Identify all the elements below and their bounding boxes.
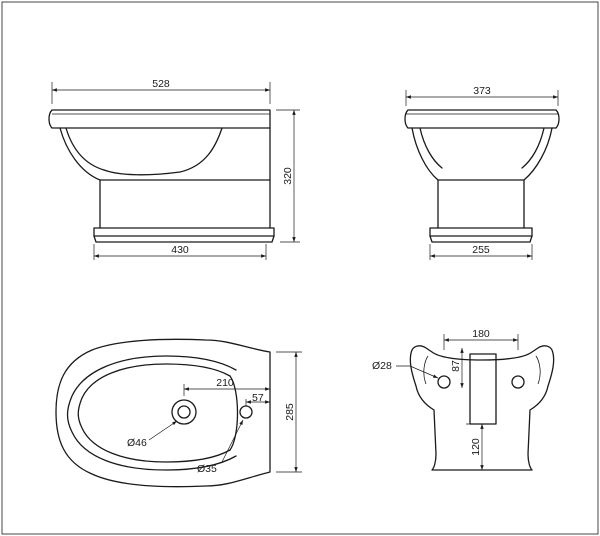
side-bowl-front: [59, 127, 271, 181]
rear-hole-left: [437, 375, 451, 389]
dim-rear-hole-spacing: 180: [472, 328, 490, 340]
rear-view: 180 87 120 Ø28: [372, 328, 555, 471]
leader-rear-hole: [396, 365, 439, 379]
side-base-bottom: [93, 235, 275, 243]
plan-view: 210 57 285 Ø46 Ø35: [55, 338, 302, 488]
dim-plan-tap-offset: 57: [252, 392, 264, 404]
dim-plan-tap-diameter: Ø35: [197, 463, 217, 475]
dim-front-top-width: 373: [473, 85, 491, 97]
dim-front-base-width: 255: [472, 244, 490, 256]
plan-bowl-end: [229, 375, 239, 451]
dim-rear-bracket-height: 120: [470, 438, 482, 456]
rear-hole-right: [511, 375, 525, 389]
outlet-outer: [171, 399, 197, 425]
dim-plan-height: 285: [284, 403, 296, 421]
plan-outer-rim: [55, 338, 271, 488]
front-pedestal: [437, 179, 525, 229]
leader-outlet: [148, 420, 178, 441]
dim-side-height: 320: [282, 167, 294, 185]
plan-bowl-edge: [66, 355, 237, 471]
tap-hole: [239, 405, 253, 419]
plan-bowl-inner: [77, 363, 231, 463]
side-rim: [48, 109, 271, 129]
side-pedestal: [99, 127, 271, 229]
dim-plan-outlet-offset: 210: [216, 377, 234, 389]
dim-rear-hole-diameter: Ø28: [372, 360, 392, 372]
side-base-top: [93, 227, 275, 237]
front-base-bottom: [429, 235, 533, 243]
front-bowl-inner: [419, 127, 545, 169]
front-view: 373 255: [404, 85, 560, 260]
rear-bracket: [469, 353, 497, 425]
side-bowl-inner-front: [65, 127, 105, 171]
front-base-top: [429, 227, 533, 237]
dim-rear-hole-height: 87: [450, 360, 462, 372]
dim-plan-outlet-diameter: Ø46: [127, 437, 147, 449]
dim-side-base-width: 430: [171, 244, 189, 256]
rear-side-details: [423, 355, 541, 385]
dim-side-top-width: 528: [152, 78, 170, 90]
front-rim: [404, 109, 560, 129]
side-bowl-inner: [103, 127, 223, 176]
outlet-inner: [177, 405, 191, 419]
front-bowl: [411, 127, 553, 181]
side-view: 528 320 430: [48, 78, 300, 260]
leader-tap: [221, 419, 244, 463]
